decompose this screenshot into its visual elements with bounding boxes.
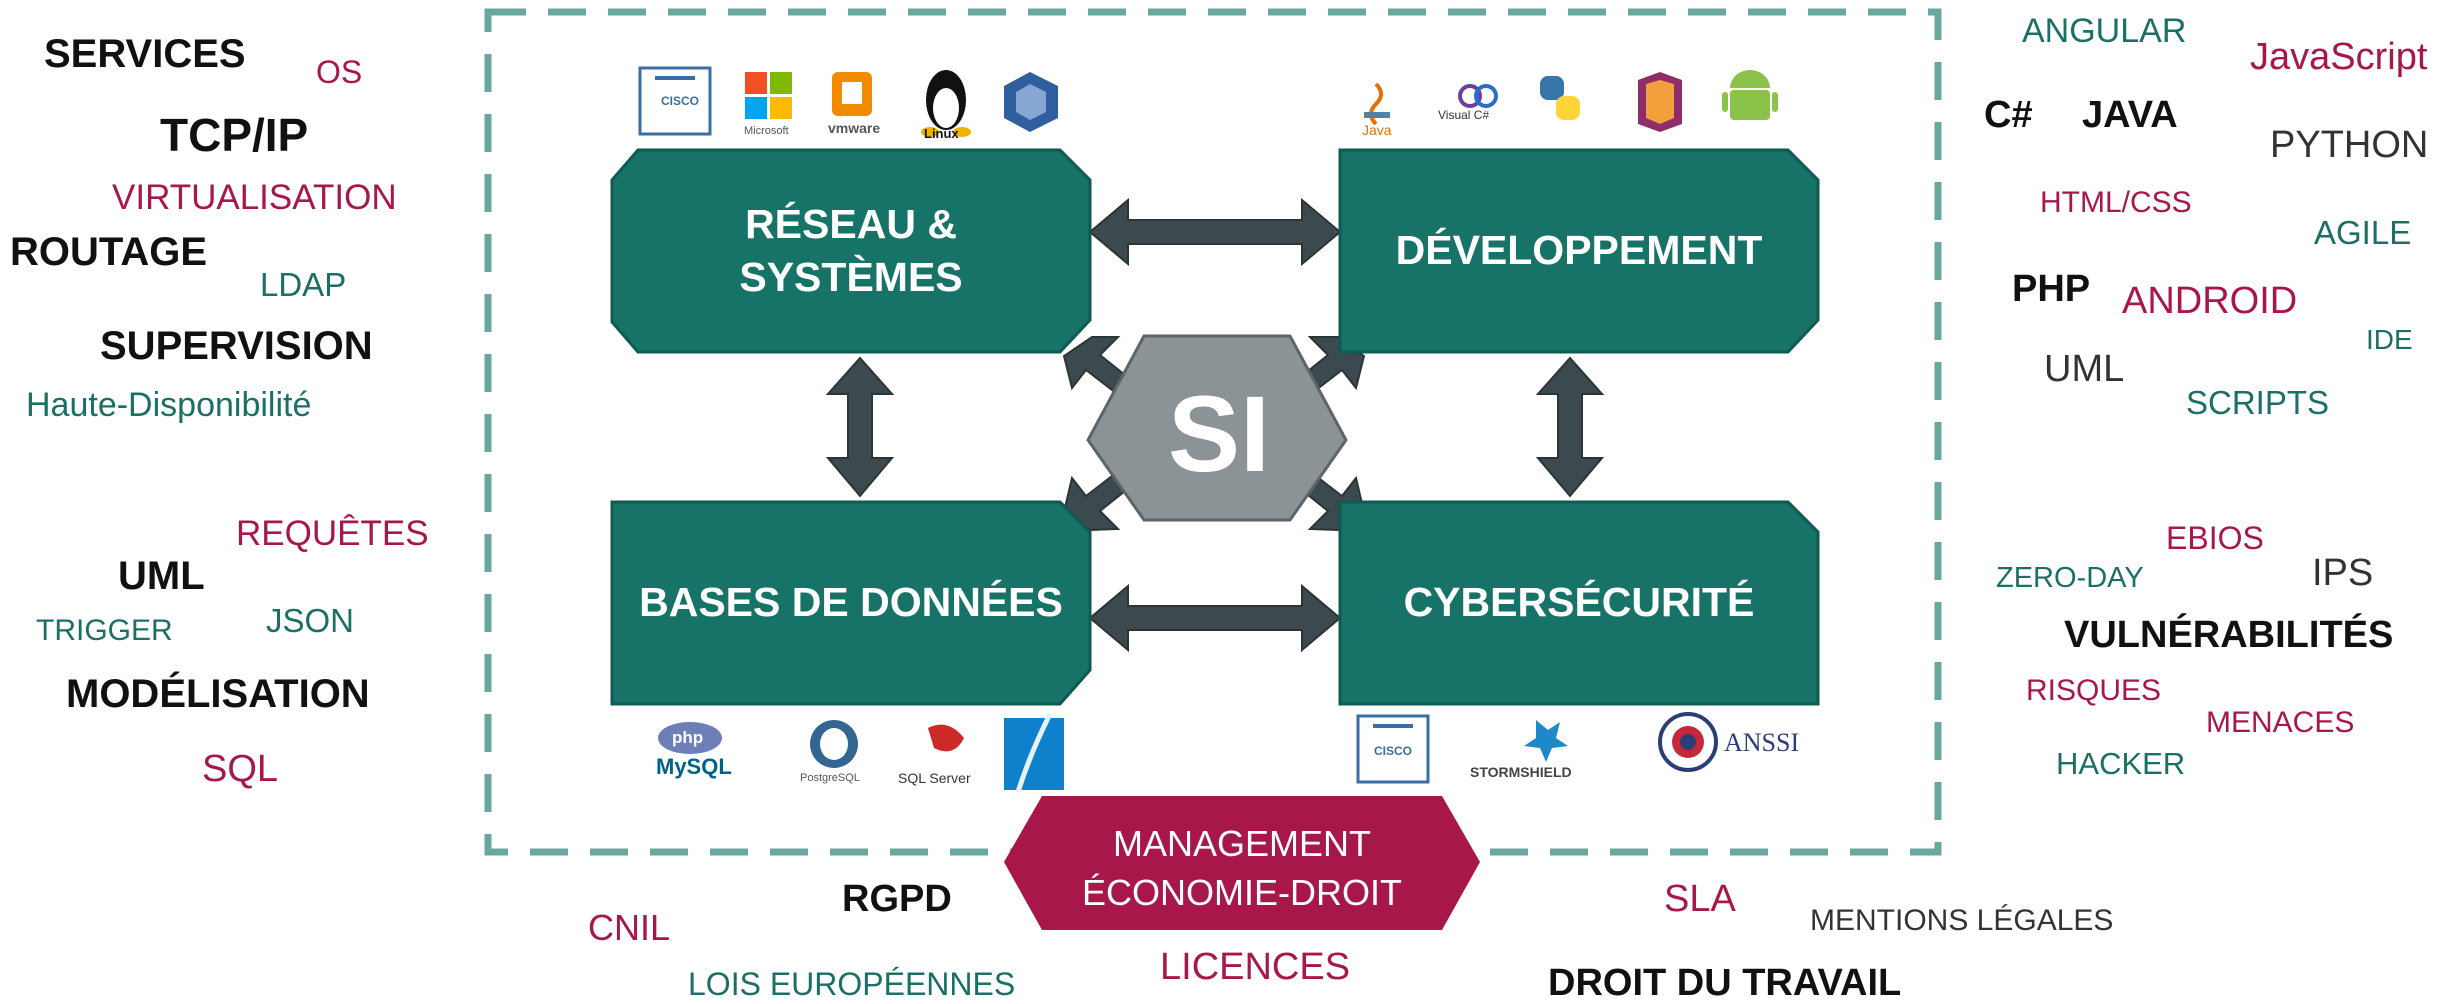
postgresql-caption: PostgreSQL: [800, 772, 860, 784]
box-developpement: DÉVELOPPEMENT: [1340, 150, 1818, 352]
anssi-caption: ANSSI: [1724, 728, 1800, 757]
keyword: PHP: [2012, 268, 2091, 310]
logos-reseau: [638, 66, 1058, 137]
keyword: JAVA: [2082, 94, 2178, 136]
sql-server-caption: SQL Server: [898, 770, 971, 786]
keyword: MENACES: [2206, 706, 2355, 739]
box-bases: BASES DE DONNÉES: [612, 502, 1090, 704]
keyword: SUPERVISION: [100, 324, 373, 368]
sql-server-logo: [928, 724, 964, 752]
arrow-reseau-bdd: [825, 356, 895, 498]
keyword: DROIT DU TRAVAIL: [1548, 962, 1902, 1004]
keyword: TRIGGER: [36, 614, 173, 647]
java-caption: Java: [1362, 122, 1392, 138]
keyword: ANGULAR: [2022, 12, 2187, 50]
stormshield-logo: [1524, 720, 1568, 762]
keyword: IDE: [2366, 324, 2413, 355]
visual-c-logo: [1458, 84, 1482, 108]
keyword: IPS: [2312, 552, 2374, 594]
box-reseau-shape: [610, 148, 1092, 354]
management-label: MANAGEMENT ÉCONOMIE-DROIT: [1042, 820, 1442, 917]
box-reseau-line2: SYSTÈMES: [739, 254, 963, 300]
box-dev-label: DÉVELOPPEMENT: [1395, 227, 1763, 274]
si-hexagon: [1086, 334, 1348, 522]
management-line1: MANAGEMENT: [1112, 823, 1371, 864]
keyword: ANDROID: [2122, 280, 2298, 322]
box-reseau: RÉSEAU & SYSTÈMES: [612, 150, 1090, 352]
keyword: RISQUES: [2026, 674, 2162, 707]
keyword: SLA: [1664, 878, 1736, 920]
box-bdd-label: BASES DE DONNÉES: [639, 579, 1063, 626]
logos-dev: [1364, 70, 1778, 132]
keyword: TCP/IP: [160, 109, 309, 161]
keyword: LOIS EUROPÉENNES: [688, 966, 1016, 1002]
keyword: LICENCES: [1160, 946, 1351, 988]
mysql-caption: MySQL: [656, 754, 732, 779]
logos-bdd: [658, 712, 1064, 793]
keyword: REQUÊTES: [236, 514, 429, 553]
visual-c-caption: Visual C#: [1438, 108, 1490, 122]
keyword: AGILE: [2314, 214, 2412, 251]
keyword: C#: [1984, 94, 2033, 136]
keyword: SQL: [202, 748, 279, 790]
keyword: OS: [316, 54, 363, 90]
microsoft-caption: Microsoft: [744, 125, 789, 137]
box-cyber-label: CYBERSÉCURITÉ: [1403, 579, 1755, 626]
keyword: JSON: [266, 602, 355, 639]
keyword: RGPD: [842, 878, 952, 920]
box-cyber: CYBERSÉCURITÉ: [1340, 502, 1818, 704]
keyword: PYTHON: [2270, 124, 2429, 166]
keyword: JavaScript: [2250, 36, 2428, 78]
keyword: SCRIPTS: [2186, 384, 2330, 421]
box-cyber-shape: [1338, 500, 1820, 706]
java-logo: [1369, 82, 1383, 126]
management-banner: [1004, 796, 1480, 930]
keyword: Haute-Disponibilité: [26, 386, 312, 424]
box-dev-shape: [1338, 148, 1820, 354]
logos-cyber: [1356, 712, 1718, 784]
keyword: MODÉLISATION: [66, 672, 370, 716]
linux-caption: Linux: [924, 126, 959, 141]
stormshield-caption: STORMSHIELD: [1470, 764, 1572, 780]
keyword: VIRTUALISATION: [112, 178, 397, 217]
keyword: HTML/CSS: [2040, 186, 2192, 219]
keyword: LDAP: [260, 266, 347, 303]
keyword: HACKER: [2056, 746, 2186, 781]
keyword: MENTIONS LÉGALES: [1810, 904, 2114, 937]
keyword: ZERO-DAY: [1996, 562, 2144, 594]
android-logo: [1730, 90, 1770, 120]
box-reseau-line1: RÉSEAU &: [745, 200, 957, 247]
keyword: UML: [2044, 348, 2125, 390]
python-logo: [1540, 76, 1564, 100]
keyword: EBIOS: [2166, 520, 2264, 556]
php-logo: [658, 722, 722, 754]
management-line2: ÉCONOMIE-DROIT: [1082, 871, 1402, 913]
arrow-dev-cyber: [1535, 356, 1605, 498]
si-label: SI: [1168, 373, 1271, 494]
php-caption: php: [672, 728, 704, 747]
arrow-bdd-cyber: [1088, 583, 1342, 653]
box-bdd-shape: [610, 500, 1092, 706]
keyword: CNIL: [588, 907, 671, 948]
keyword: SERVICES: [44, 32, 246, 76]
keyword: UML: [118, 554, 205, 598]
keyword: ROUTAGE: [10, 230, 208, 274]
cisco-caption-2: CISCO: [1374, 744, 1413, 758]
keyword: VULNÉRABILITÉS: [2064, 614, 2394, 656]
arrow-reseau-dev: [1088, 197, 1342, 267]
vmware-caption: vmware: [828, 120, 881, 136]
cisco-caption: CISCO: [661, 94, 700, 108]
